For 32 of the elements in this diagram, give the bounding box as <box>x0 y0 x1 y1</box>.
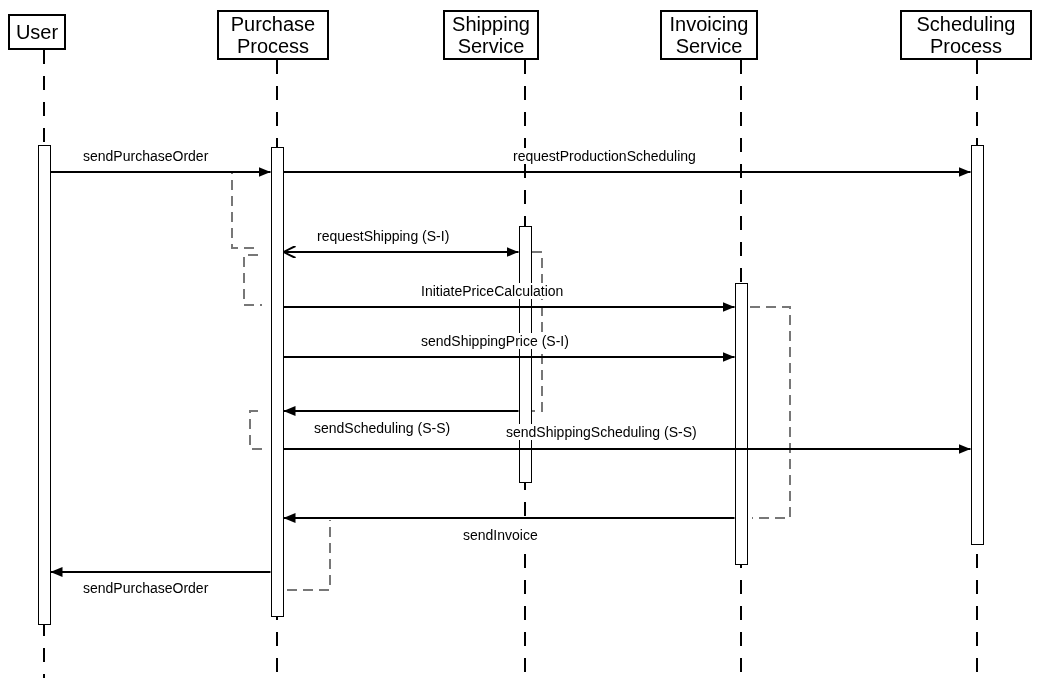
participant-name: Invoicing Service <box>668 13 750 57</box>
lifeline-header <box>8 14 66 50</box>
activation-bar <box>970 145 984 545</box>
lifeline-header <box>217 10 329 60</box>
message-arrow <box>282 513 736 523</box>
activation-bar <box>734 283 748 565</box>
participant-name: Shipping Service <box>451 13 531 57</box>
activation-bar <box>37 145 51 625</box>
message-label: InitiatePriceCalculation <box>420 283 565 299</box>
message-arrow <box>282 245 520 259</box>
message-label: sendShippingScheduling (S-S) <box>505 424 698 440</box>
message-arrow <box>282 167 972 177</box>
participant-name: Purchase Process <box>229 13 317 57</box>
message-label: sendInvoice <box>462 527 539 543</box>
message-label: sendPurchaseOrder <box>82 148 210 164</box>
lifeline-header <box>660 10 758 60</box>
message-arrow <box>282 302 736 312</box>
message-label: sendScheduling (S-S) <box>313 420 452 436</box>
message-arrow <box>49 567 272 577</box>
message-label: requestProductionScheduling <box>512 148 697 164</box>
message-label: sendShippingPrice (S-I) <box>420 333 570 349</box>
lifeline-header <box>900 10 1032 60</box>
message-arrow <box>282 352 736 362</box>
message-label: requestShipping (S-I) <box>316 228 451 244</box>
lifeline-header <box>443 10 539 60</box>
activation-bar <box>270 147 284 617</box>
participant-name: User <box>15 21 59 43</box>
message-arrow <box>282 406 520 416</box>
message-arrow <box>282 444 972 454</box>
participant-name: Scheduling Process <box>915 13 1017 57</box>
message-arrow <box>49 167 272 177</box>
message-label: sendPurchaseOrder <box>82 580 210 596</box>
